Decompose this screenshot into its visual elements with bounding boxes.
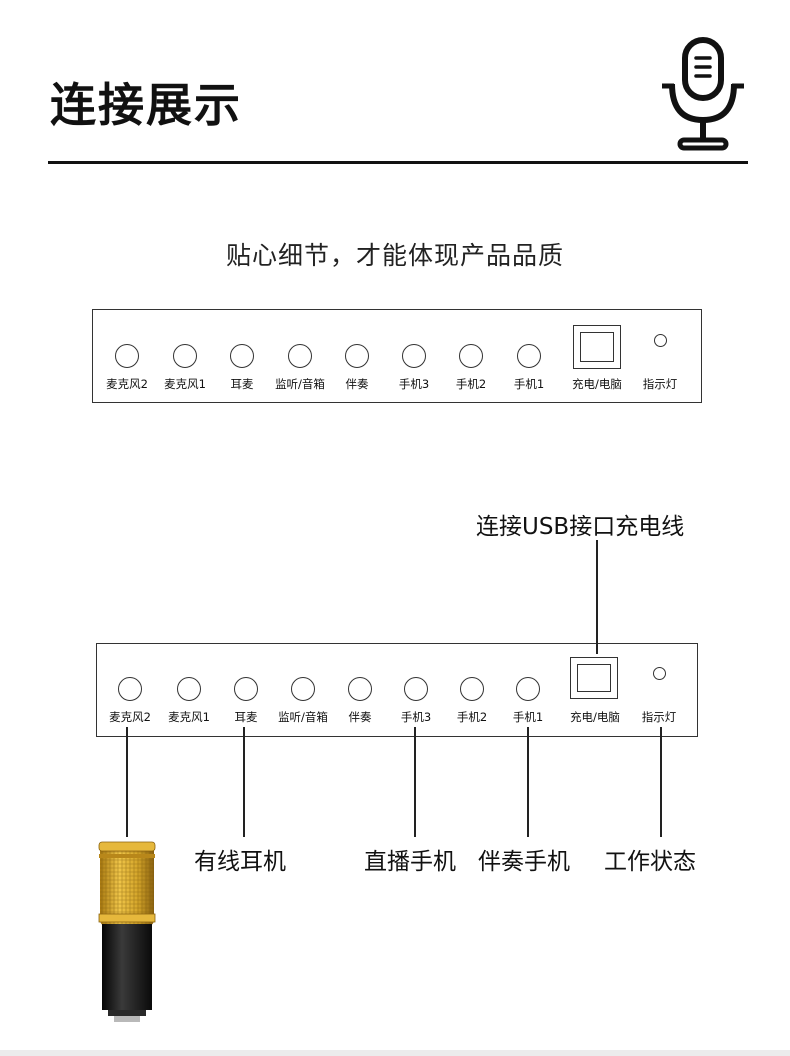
panel1-label-3: 耳麦 [230, 377, 254, 391]
panel1-indicator-led [654, 334, 667, 347]
panel2-label-4: 监听/音箱 [278, 710, 328, 724]
panel1-usb-port-inner [580, 332, 614, 362]
panel2-indicator-led [653, 667, 666, 680]
condenser-microphone-image [98, 841, 156, 1022]
panel2-jack-8 [516, 677, 540, 701]
usb-callout-line [596, 540, 598, 654]
subtitle: 贴心细节，才能体现产品品质 [225, 241, 564, 270]
title-divider [48, 161, 748, 164]
panel1-label-1: 麦克风2 [106, 377, 148, 391]
panel1-label-2: 麦克风1 [164, 377, 206, 391]
panel1-jack-2 [173, 344, 197, 368]
phone3-connection-line [414, 727, 416, 837]
panel1-usb-port [573, 325, 621, 369]
live-phone-callout: 直播手机 [364, 849, 456, 875]
panel2-jack-2 [177, 677, 201, 701]
panel2-usb-port-inner [577, 664, 611, 692]
panel1-label-9: 充电/电脑 [572, 377, 622, 391]
panel2-jack-4 [291, 677, 315, 701]
device-panel-front: 麦克风2 麦克风1 耳麦 监听/音箱 伴奏 手机3 手机2 手机1 充电/电脑 指示灯 [92, 309, 702, 403]
panel2-label-5: 伴奏 [348, 710, 372, 724]
panel2-jack-7 [460, 677, 484, 701]
panel2-jack-6 [404, 677, 428, 701]
panel2-label-6: 手机3 [400, 710, 432, 724]
indicator-connection-line [660, 727, 662, 837]
usb-callout: 连接USB接口充电线 [476, 514, 685, 540]
panel2-label-7: 手机2 [456, 710, 488, 724]
status-callout: 工作状态 [604, 849, 696, 875]
panel1-label-10: 指示灯 [642, 377, 678, 391]
microphone-icon [662, 37, 744, 151]
panel2-label-3: 耳麦 [234, 710, 258, 724]
page-title: 连接展示 [50, 78, 242, 132]
panel1-jack-7 [459, 344, 483, 368]
panel1-jack-6 [402, 344, 426, 368]
panel2-label-8: 手机1 [512, 710, 544, 724]
bottom-strip [0, 1050, 790, 1056]
panel1-label-5: 伴奏 [345, 377, 369, 391]
accompaniment-phone-callout: 伴奏手机 [478, 849, 570, 875]
panel2-usb-port [570, 657, 618, 699]
panel1-jack-1 [115, 344, 139, 368]
panel1-jack-4 [288, 344, 312, 368]
panel2-label-2: 麦克风1 [168, 710, 210, 724]
panel2-label-10: 指示灯 [641, 710, 677, 724]
panel1-jack-8 [517, 344, 541, 368]
panel2-label-9: 充电/电脑 [570, 710, 620, 724]
panel1-label-7: 手机2 [455, 377, 487, 391]
panel1-jack-5 [345, 344, 369, 368]
headset-connection-line [243, 727, 245, 837]
headset-callout: 有线耳机 [194, 849, 286, 875]
panel2-jack-5 [348, 677, 372, 701]
panel1-label-8: 手机1 [513, 377, 545, 391]
mic2-connection-line [126, 727, 128, 837]
panel2-jack-3 [234, 677, 258, 701]
phone1-connection-line [527, 727, 529, 837]
panel2-jack-1 [118, 677, 142, 701]
panel1-label-6: 手机3 [398, 377, 430, 391]
panel1-jack-3 [230, 344, 254, 368]
device-panel-connections: 麦克风2 麦克风1 耳麦 监听/音箱 伴奏 手机3 手机2 手机1 充电/电脑 指示灯 [96, 643, 698, 737]
panel1-label-4: 监听/音箱 [275, 377, 325, 391]
panel2-label-1: 麦克风2 [109, 710, 151, 724]
